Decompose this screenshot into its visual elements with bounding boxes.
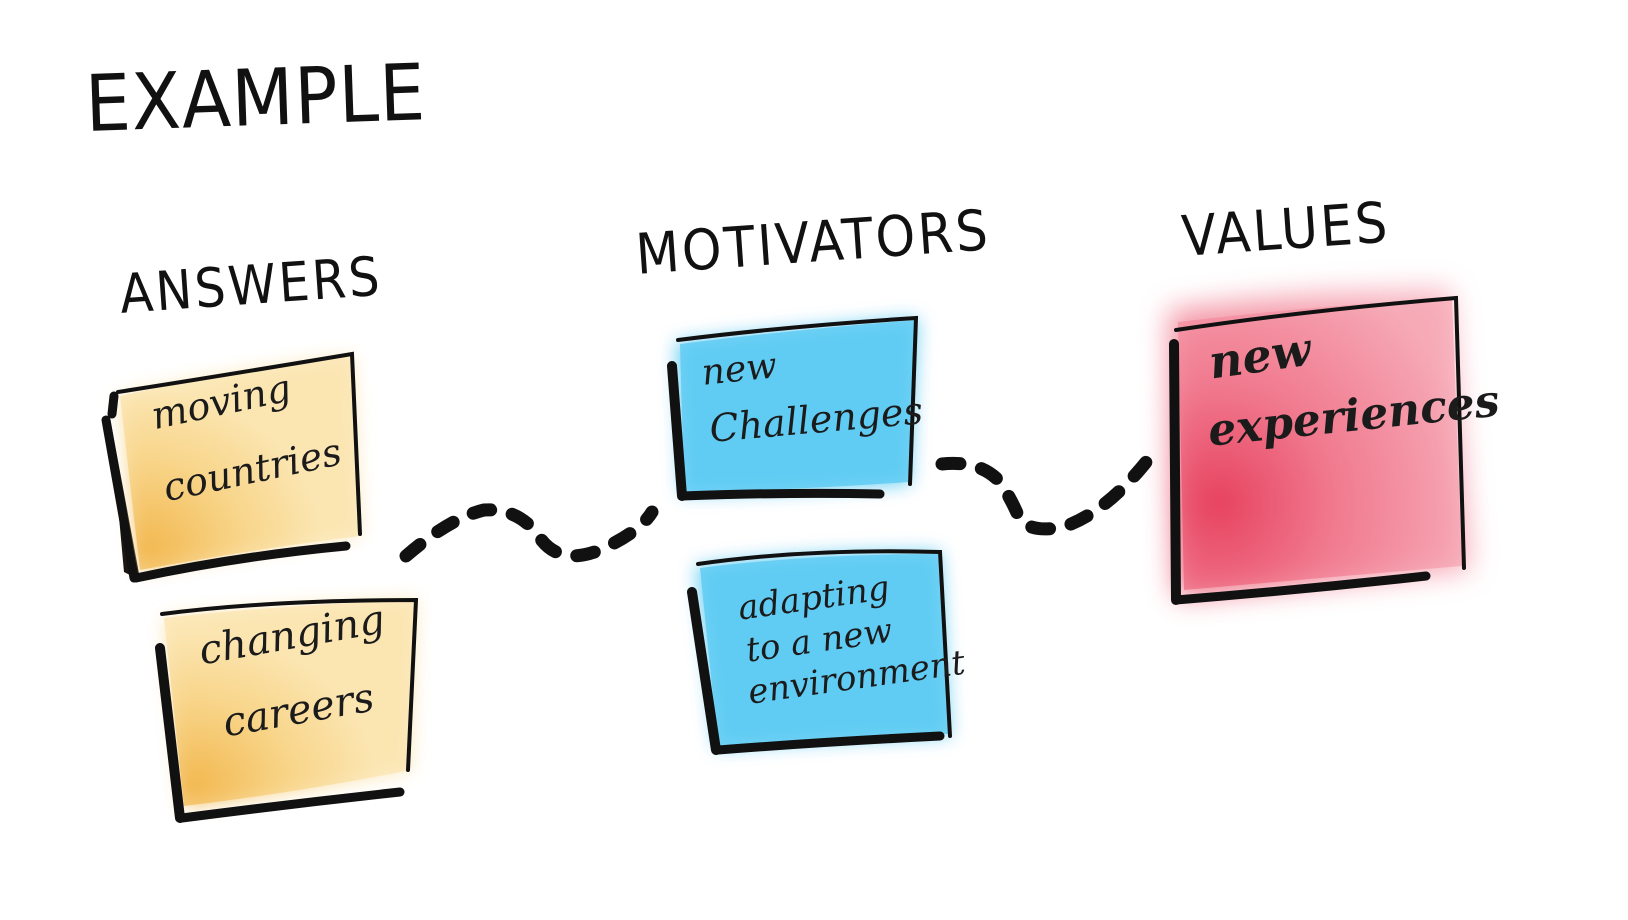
- answer-note-changing-careers: [155, 597, 419, 823]
- note-left-edge: [155, 643, 185, 823]
- note-fill-core: [120, 356, 360, 570]
- note-outline: [696, 549, 952, 738]
- motivator-note-new-challenges: [667, 315, 919, 501]
- note-bottom-edge: [131, 541, 351, 583]
- connector-motivators-to-values: [935, 445, 1161, 536]
- note-outline: [676, 315, 919, 486]
- note-bottom-edge: [1171, 571, 1431, 605]
- note-bottom-edge: [713, 731, 945, 755]
- note-outline: [160, 597, 419, 772]
- answer-note-moving-countries: [101, 351, 362, 583]
- note-fill-core: [1178, 298, 1462, 590]
- note-left-edge: [667, 361, 687, 501]
- note-shadow-edge: [110, 418, 140, 580]
- note-fill-core: [700, 554, 948, 746]
- note-outline: [116, 351, 362, 536]
- note-text-line: new: [1205, 321, 1315, 390]
- note-bottom-edge: [177, 787, 405, 823]
- note-left-edge: [687, 587, 721, 755]
- note-fill-core: [164, 600, 416, 806]
- note-outline: [1174, 295, 1466, 570]
- connector-answers-to-motivators: [399, 503, 659, 563]
- note-fill-core: [680, 320, 916, 492]
- value-note-new-experiences: [1168, 290, 1470, 605]
- note-bottom-edge: [677, 488, 885, 501]
- note-left-edge: [101, 391, 139, 583]
- note-left-edge: [1169, 339, 1181, 605]
- note-text-line: new: [699, 345, 779, 394]
- motivator-note-adapting: [687, 549, 952, 755]
